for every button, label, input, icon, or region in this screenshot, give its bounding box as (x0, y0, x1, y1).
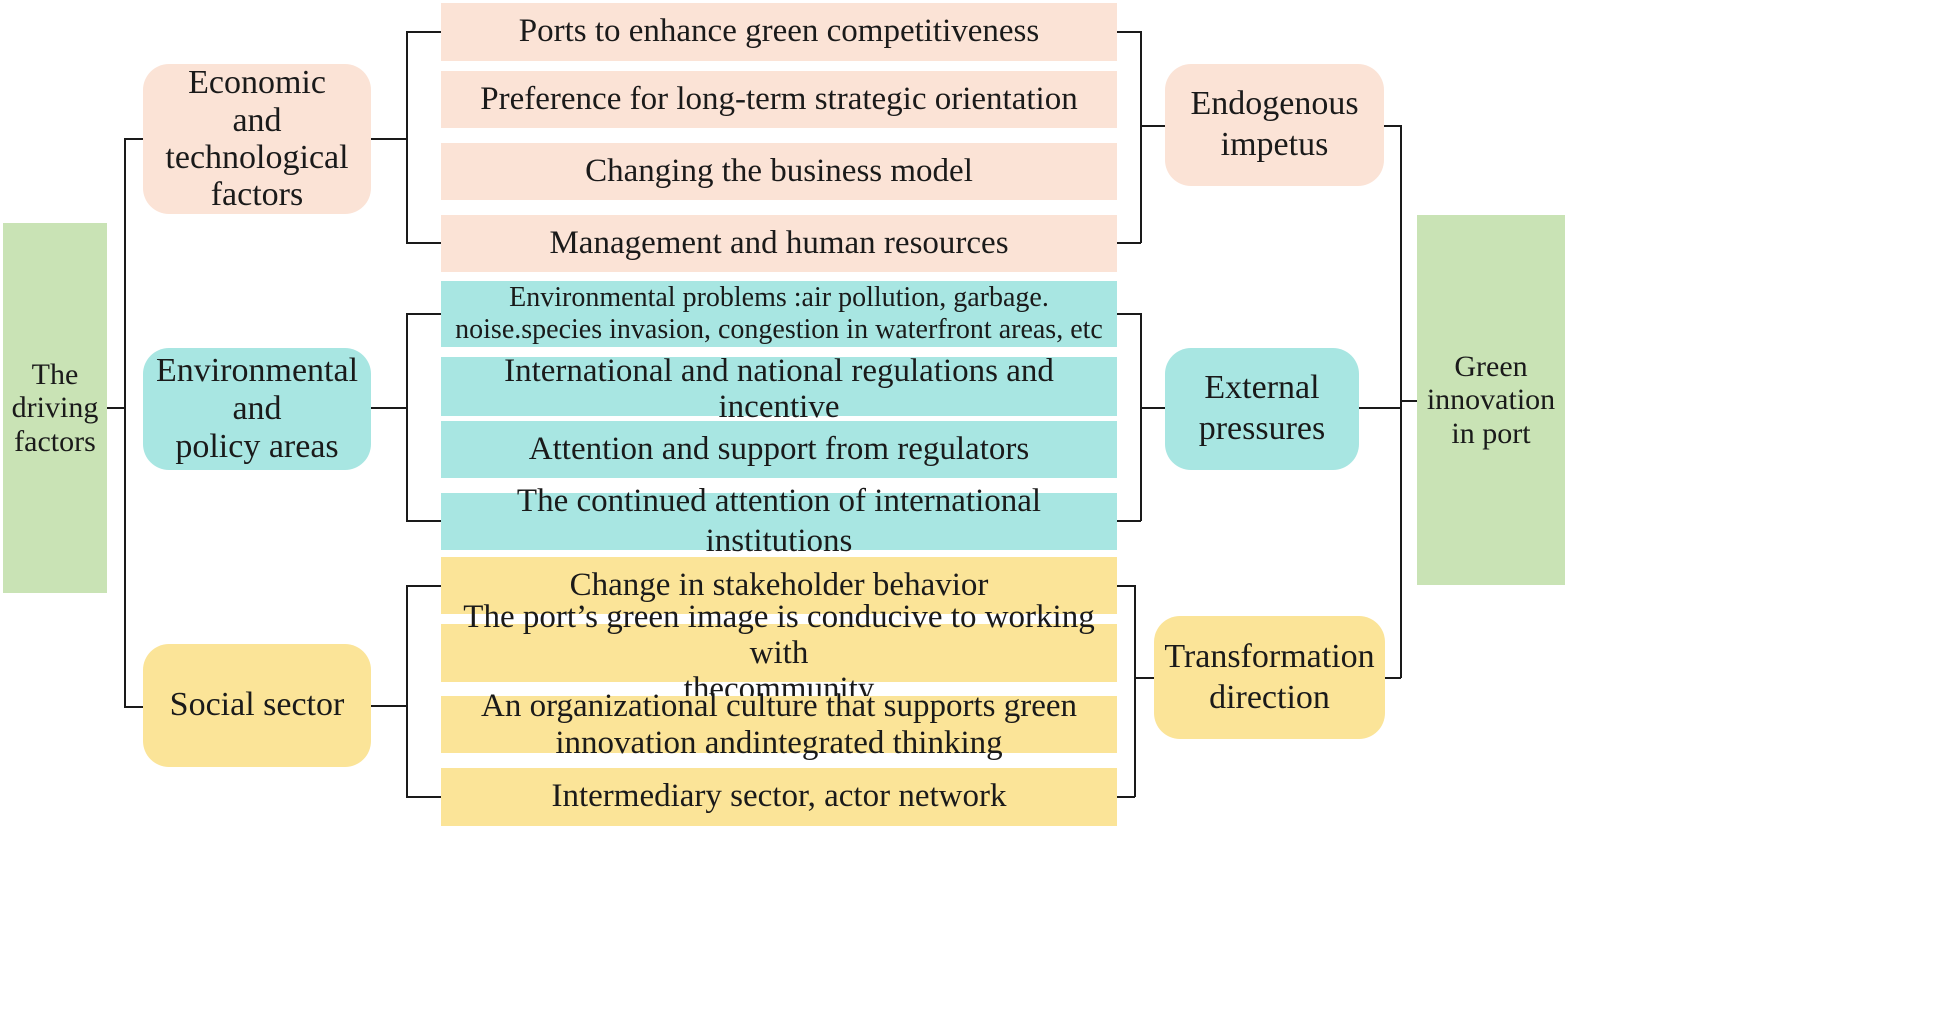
connector-outcome-bottom (1385, 677, 1401, 679)
group-transformation-line-1: Transformation (1164, 637, 1375, 675)
social-item-3: An organizational culture that supports … (441, 688, 1117, 761)
connector-transformation-spine (1134, 585, 1136, 797)
economic-item-2: Preference for long-term strategic orien… (441, 71, 1117, 128)
social-item-3-line-2: innovation andintegrated thinking (555, 724, 1003, 761)
connector-transformation-stub (1134, 677, 1154, 679)
connector-outcome-external (1359, 407, 1401, 409)
environmental-item-1-line-2: noise.species invasion, congestion in wa… (455, 314, 1103, 345)
category-environmental-line-3: policy areas (175, 428, 339, 466)
connector-environmental-stub (371, 407, 407, 409)
social-item-4-text: Intermediary sector, actor network (551, 778, 1007, 815)
connector-social-stub (371, 705, 407, 707)
connector-social-item-1 (406, 585, 441, 587)
economic-item-3: Changing the business model (441, 143, 1117, 200)
environmental-item-3: Attention and support from regulators (441, 421, 1117, 478)
group-external-line-2: pressures (1198, 410, 1326, 447)
social-item-2: The port’s green image is conducive to w… (441, 599, 1117, 707)
connector-endogenous-spine (1140, 31, 1142, 243)
connector-social-spine (406, 585, 408, 797)
connector-economic-spine (406, 31, 408, 243)
root-label-line-2: driving (11, 391, 99, 425)
environmental-item-1-line-1: Environmental problems :air pollution, g… (509, 281, 1049, 313)
connector-economic-stub (371, 138, 407, 140)
category-economic-line-2: and (232, 101, 282, 139)
category-economic-line-1: Economic (188, 64, 326, 102)
social-item-2-line-1: The port’s green image is conducive to w… (463, 598, 1095, 671)
outcome-green-innovation-box: Green innovation in port (1417, 215, 1565, 585)
environmental-item-2-line-1: International and national regulations a… (504, 353, 1054, 426)
connector-to-economic (124, 138, 143, 140)
category-economic-line-4: factors (210, 176, 304, 214)
category-environmental-line-2: and (232, 389, 282, 427)
connector-economic-item-4 (406, 242, 441, 244)
connector-social-item-4 (406, 796, 441, 798)
connector-endogenous-bottom (1117, 242, 1141, 244)
category-economic-box: Economic and technological factors (143, 64, 371, 214)
economic-item-3-text: Changing the business model (585, 152, 973, 189)
group-endogenous-line-2: impetus (1220, 126, 1329, 163)
social-item-4: Intermediary sector, actor network (441, 768, 1117, 826)
social-item-1-text: Change in stakeholder behavior (569, 566, 989, 603)
connector-environmental-item-1 (406, 313, 441, 315)
group-endogenous-box: Endogenous impetus (1165, 64, 1384, 186)
category-economic-line-3: technological (165, 139, 349, 176)
social-item-3-line-1: An organizational culture that supports … (481, 688, 1077, 725)
connector-endogenous-stub (1140, 125, 1165, 127)
category-social-box: Social sector (143, 644, 371, 767)
connector-environmental-item-4 (406, 520, 441, 522)
root-label-line-3: factors (14, 424, 96, 458)
outcome-label-line-1: Green (1454, 349, 1528, 383)
economic-item-1: Ports to enhance green competitiveness (441, 3, 1117, 61)
group-external-line-1: External (1204, 369, 1320, 407)
social-item-1: Change in stakeholder behavior (441, 557, 1117, 614)
outcome-label-line-2: innovation (1426, 383, 1556, 417)
connector-external-bottom (1117, 520, 1141, 522)
environmental-item-2: International and national regulations a… (441, 353, 1117, 462)
connector-endogenous-top (1117, 31, 1141, 33)
connector-outcome-top (1384, 125, 1401, 127)
connector-transformation-top (1117, 585, 1135, 587)
environmental-item-4-text: The continued attention of international… (516, 482, 1042, 559)
connector-to-social (124, 706, 143, 708)
connector-root-spine (124, 139, 126, 707)
category-social-line-1: Social sector (169, 686, 345, 724)
environmental-item-4: The continued attention of international… (441, 483, 1117, 559)
category-environmental-line-1: Environmental (155, 351, 359, 389)
group-external-box: External pressures (1165, 348, 1359, 470)
connector-external-spine (1140, 313, 1142, 521)
outcome-label-line-3: in port (1451, 416, 1531, 450)
root-driving-factors-box: The driving factors (3, 223, 107, 593)
category-environmental-box: Environmental and policy areas (143, 348, 371, 470)
economic-item-4-text: Management and human resources (549, 224, 1009, 261)
group-transformation-box: Transformation direction (1154, 616, 1385, 739)
group-transformation-line-2: direction (1209, 678, 1330, 716)
connector-environmental-spine (406, 313, 408, 521)
environmental-item-1: Environmental problems :air pollution, g… (441, 281, 1117, 347)
economic-item-1-text: Ports to enhance green competitiveness (518, 13, 1040, 50)
connector-economic-item-1 (406, 31, 441, 33)
connector-root-stub (107, 407, 125, 409)
group-endogenous-line-1: Endogenous (1190, 85, 1359, 123)
connector-external-top (1117, 313, 1141, 315)
connector-external-stub (1140, 407, 1165, 409)
environmental-item-3-text: Attention and support from regulators (528, 430, 1030, 467)
connector-transformation-bottom (1117, 796, 1135, 798)
economic-item-4: Management and human resources (441, 215, 1117, 272)
economic-item-2-text: Preference for long-term strategic orien… (480, 80, 1078, 117)
connector-outcome-stub (1400, 400, 1417, 402)
root-label-line-1: The (31, 357, 79, 391)
